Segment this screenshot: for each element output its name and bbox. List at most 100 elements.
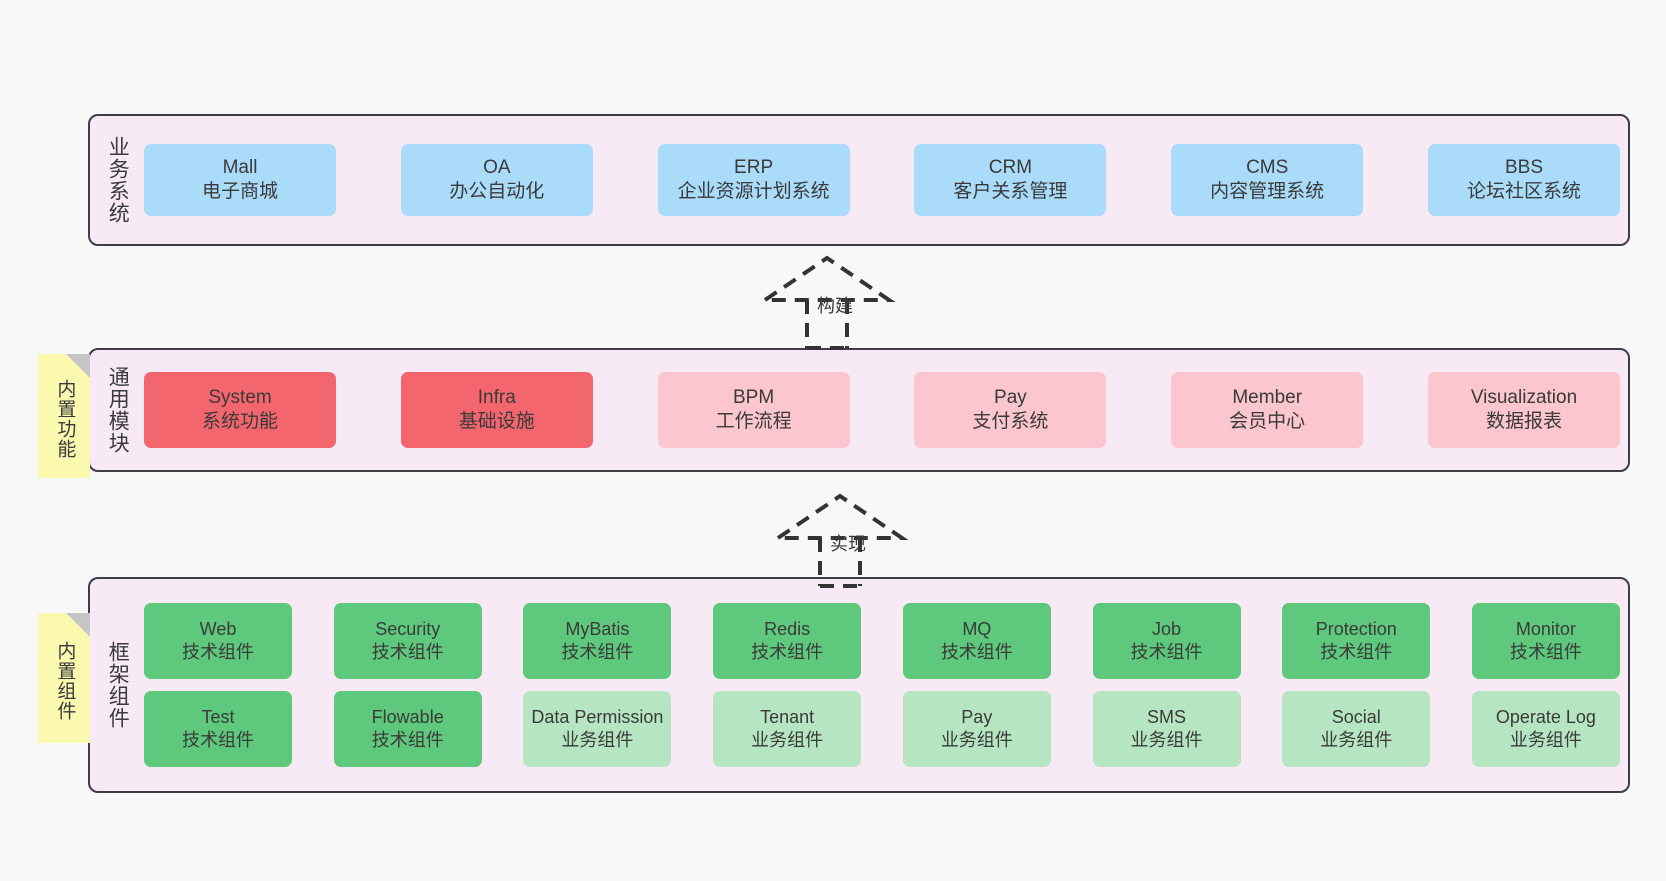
node-cms[interactable]: CMS 内容管理系统 bbox=[1171, 144, 1364, 216]
node-system[interactable]: System 系统功能 bbox=[144, 372, 336, 448]
node-flowable-en: Flowable bbox=[371, 706, 444, 727]
node-monitor[interactable]: Monitor 技术组件 bbox=[1471, 603, 1620, 679]
node-pay-component-en: Pay bbox=[961, 706, 993, 727]
connector-implement-label: 实现 bbox=[830, 534, 866, 554]
node-cms-en: CMS bbox=[1246, 156, 1289, 178]
node-bpm[interactable]: BPM 工作流程 bbox=[657, 372, 850, 448]
node-mybatis[interactable]: MyBatis 技术组件 bbox=[523, 603, 672, 679]
node-infra-cn: 基础设施 bbox=[458, 411, 535, 432]
note-fold-corner-icon bbox=[66, 613, 90, 637]
business-node-row: Mall 电子商城 OA 办公自动化 ERP 企业资源计划系统 CRM 客户关系… bbox=[144, 144, 1620, 216]
node-security-en: Security bbox=[375, 618, 441, 639]
node-bpm-en: BPM bbox=[733, 386, 775, 408]
node-pay-module-en: Pay bbox=[994, 386, 1027, 408]
node-social-en: Social bbox=[1331, 706, 1381, 727]
framework-biz-row: Test 技术组件 Flowable 技术组件 Data Permission … bbox=[144, 691, 1620, 767]
node-erp-cn: 企业资源计划系统 bbox=[677, 181, 830, 202]
node-flowable-cn: 技术组件 bbox=[371, 730, 444, 750]
node-system-cn: 系统功能 bbox=[201, 411, 278, 432]
node-sms[interactable]: SMS 业务组件 bbox=[1092, 691, 1241, 767]
node-security[interactable]: Security 技术组件 bbox=[333, 603, 482, 679]
node-pay-component[interactable]: Pay 业务组件 bbox=[902, 691, 1051, 767]
node-security-cn: 技术组件 bbox=[371, 642, 444, 662]
node-crm-en: CRM bbox=[988, 156, 1033, 178]
node-visualization-cn: 数据报表 bbox=[1485, 411, 1562, 432]
node-flowable[interactable]: Flowable 技术组件 bbox=[333, 691, 482, 767]
node-infra-en: Infra bbox=[477, 386, 516, 408]
node-oa-cn: 办公自动化 bbox=[449, 181, 545, 202]
connector-build-label: 构建 bbox=[817, 296, 853, 316]
node-social-cn: 业务组件 bbox=[1320, 730, 1393, 750]
node-mq-en: MQ bbox=[962, 618, 992, 639]
node-mybatis-cn: 技术组件 bbox=[561, 642, 634, 662]
layer-body-business-system: Mall 电子商城 OA 办公自动化 ERP 企业资源计划系统 CRM 客户关系… bbox=[144, 116, 1628, 244]
connector-build: 构建 bbox=[755, 252, 935, 352]
node-bbs[interactable]: BBS 论坛社区系统 bbox=[1427, 144, 1620, 216]
node-test-en: Test bbox=[201, 706, 235, 727]
node-sms-en: SMS bbox=[1147, 706, 1187, 727]
node-monitor-en: Monitor bbox=[1515, 618, 1576, 639]
node-operate-log[interactable]: Operate Log 业务组件 bbox=[1471, 691, 1620, 767]
node-tenant-en: Tenant bbox=[760, 706, 815, 727]
node-mq[interactable]: MQ 技术组件 bbox=[902, 603, 1051, 679]
node-bbs-cn: 论坛社区系统 bbox=[1466, 181, 1581, 202]
node-member[interactable]: Member 会员中心 bbox=[1171, 372, 1364, 448]
node-redis[interactable]: Redis 技术组件 bbox=[713, 603, 862, 679]
note-builtin-function-label: 内置功能 bbox=[54, 379, 76, 459]
node-cms-cn: 内容管理系统 bbox=[1210, 181, 1325, 202]
layer-title-business-system: 业务系统 bbox=[106, 136, 130, 224]
node-redis-en: Redis bbox=[764, 618, 811, 639]
node-member-en: Member bbox=[1232, 386, 1303, 408]
note-fold-corner-icon bbox=[66, 354, 90, 378]
layer-body-framework-component: Web 技术组件 Security 技术组件 MyBatis 技术组件 Redi… bbox=[144, 579, 1628, 791]
node-data-permission-cn: 业务组件 bbox=[561, 730, 634, 750]
node-job-cn: 技术组件 bbox=[1130, 642, 1203, 662]
node-tenant[interactable]: Tenant 业务组件 bbox=[713, 691, 862, 767]
note-builtin-function: 内置功能 bbox=[38, 354, 90, 478]
node-pay-module-cn: 支付系统 bbox=[972, 411, 1049, 432]
node-web-cn: 技术组件 bbox=[182, 642, 254, 662]
node-test[interactable]: Test 技术组件 bbox=[144, 691, 292, 767]
node-oa[interactable]: OA 办公自动化 bbox=[400, 144, 593, 216]
node-pay-component-cn: 业务组件 bbox=[940, 730, 1013, 750]
node-bbs-en: BBS bbox=[1504, 156, 1543, 178]
node-erp[interactable]: ERP 企业资源计划系统 bbox=[657, 144, 850, 216]
node-member-cn: 会员中心 bbox=[1229, 411, 1306, 432]
node-social[interactable]: Social 业务组件 bbox=[1282, 691, 1431, 767]
node-operate-log-cn: 业务组件 bbox=[1509, 730, 1582, 750]
node-job-en: Job bbox=[1152, 618, 1182, 639]
layer-body-common-module: System 系统功能 Infra 基础设施 BPM 工作流程 Pay 支付系统… bbox=[144, 350, 1628, 470]
node-data-permission[interactable]: Data Permission 业务组件 bbox=[523, 691, 672, 767]
node-protection[interactable]: Protection 技术组件 bbox=[1282, 603, 1431, 679]
node-monitor-cn: 技术组件 bbox=[1509, 642, 1582, 662]
connector-implement: 实现 bbox=[768, 490, 948, 590]
note-builtin-component: 内置组件 bbox=[38, 613, 90, 743]
node-protection-en: Protection bbox=[1315, 618, 1397, 639]
layer-framework-component: 框架组件 Web 技术组件 Security 技术组件 MyBatis 技术组件 bbox=[88, 577, 1630, 793]
layer-title-framework-component: 框架组件 bbox=[106, 641, 130, 729]
node-infra[interactable]: Infra 基础设施 bbox=[400, 372, 593, 448]
framework-tech-row: Web 技术组件 Security 技术组件 MyBatis 技术组件 Redi… bbox=[144, 603, 1620, 679]
node-redis-cn: 技术组件 bbox=[751, 642, 824, 662]
node-web-en: Web bbox=[199, 618, 237, 639]
node-sms-cn: 业务组件 bbox=[1130, 730, 1203, 750]
node-pay-module[interactable]: Pay 支付系统 bbox=[914, 372, 1107, 448]
node-crm-cn: 客户关系管理 bbox=[953, 181, 1068, 202]
node-visualization[interactable]: Visualization 数据报表 bbox=[1427, 372, 1620, 448]
node-mybatis-en: MyBatis bbox=[565, 618, 630, 639]
node-web[interactable]: Web 技术组件 bbox=[144, 603, 292, 679]
node-mall[interactable]: Mall 电子商城 bbox=[144, 144, 336, 216]
connector-build-arrow-icon bbox=[758, 255, 896, 350]
node-data-permission-en: Data Permission bbox=[531, 706, 664, 727]
node-crm[interactable]: CRM 客户关系管理 bbox=[914, 144, 1107, 216]
node-tenant-cn: 业务组件 bbox=[751, 730, 824, 750]
node-visualization-en: Visualization bbox=[1470, 386, 1578, 408]
layer-business-system: 业务系统 Mall 电子商城 OA 办公自动化 ERP 企业资源计划系统 CRM bbox=[88, 114, 1630, 246]
node-test-cn: 技术组件 bbox=[182, 730, 254, 750]
node-mall-cn: 电子商城 bbox=[201, 181, 278, 202]
node-operate-log-en: Operate Log bbox=[1495, 706, 1596, 727]
node-oa-en: OA bbox=[483, 156, 511, 178]
node-mall-en: Mall bbox=[222, 156, 258, 178]
node-job[interactable]: Job 技术组件 bbox=[1092, 603, 1241, 679]
